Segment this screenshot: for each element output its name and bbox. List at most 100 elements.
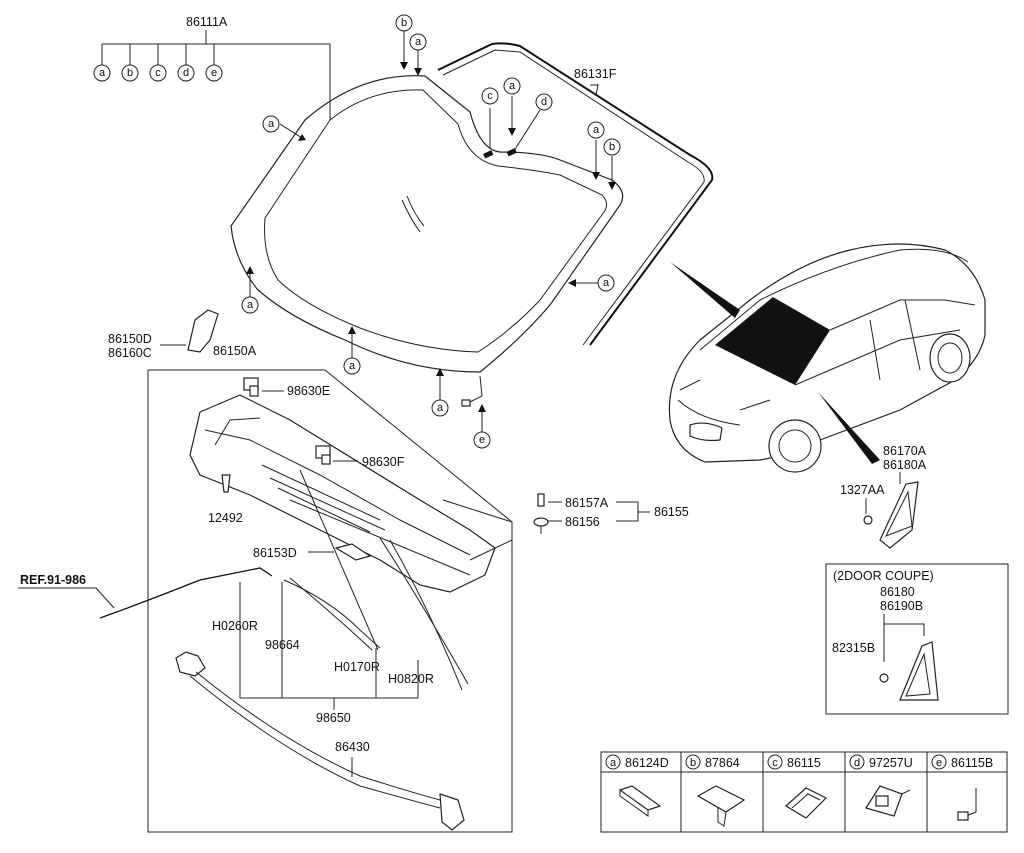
label-86150D: 86150D	[108, 332, 152, 346]
windshield-glass[interactable]	[230, 75, 624, 373]
callout-a-right: a	[587, 121, 605, 139]
label-12492: 12492	[208, 511, 243, 525]
svg-text:d: d	[541, 96, 547, 108]
label-86180: 86180	[880, 585, 915, 599]
label-98630F: 98630F	[362, 455, 405, 469]
legend-letter-circle	[849, 754, 865, 770]
label-H0170R: H0170R	[334, 660, 380, 674]
label-86111A-group: 86111A	[101, 15, 331, 120]
label-86156: 86156	[565, 515, 600, 529]
svg-text:a: a	[247, 299, 254, 311]
quarter-trim-86170A[interactable]	[863, 481, 919, 549]
washer-nozzle-right[interactable]	[315, 445, 331, 465]
coupe-inset-box	[825, 563, 1009, 715]
cowl-side-trim[interactable]	[187, 309, 219, 353]
callout-c-86111A: c	[149, 64, 167, 82]
svg-text:a: a	[593, 124, 600, 136]
coupe-quarter-trim[interactable]	[879, 641, 939, 701]
label-98630E: 98630E	[287, 384, 330, 398]
label-ref-91-986: REF.91-986	[20, 573, 86, 587]
label-86180A: 86180A	[883, 458, 927, 472]
legend-letter-circle	[931, 754, 947, 770]
callout-b-right: b	[603, 138, 621, 156]
cowl-seal-86153D[interactable]	[334, 543, 372, 561]
svg-text:a: a	[437, 402, 444, 414]
callout-e-bottom: e	[473, 431, 491, 449]
windshield-moulding[interactable]	[437, 42, 714, 346]
washer-hoses[interactable]	[99, 469, 469, 691]
label-86150A: 86150A	[213, 344, 257, 358]
callout-a-bottom-left: a	[241, 296, 259, 314]
callout-a-bottom-mid: a	[343, 357, 361, 375]
legend-part-number: 86115B	[951, 756, 993, 770]
callout-a-side: a	[597, 274, 615, 292]
legend-letter: e	[936, 757, 942, 769]
svg-text:e: e	[479, 434, 485, 446]
legend-cell-c: c 86115	[767, 754, 821, 770]
screw-12492[interactable]	[221, 474, 231, 493]
fastener-86157A[interactable]	[537, 493, 545, 507]
sensor-bracket-icon	[865, 785, 911, 817]
legend-letter: b	[690, 757, 696, 769]
label-82315B: 82315B	[832, 641, 875, 655]
callout-a-top: a	[409, 33, 427, 51]
strip-pad-icon	[618, 785, 662, 817]
legend-letter-circle	[685, 754, 701, 770]
legend-letter-circle	[605, 754, 621, 770]
callout-a-sensor: a	[503, 77, 521, 95]
legend-cell-e: e 86115B	[931, 754, 993, 770]
svg-text:b: b	[401, 17, 407, 29]
legend-part-number: 97257U	[869, 756, 913, 770]
cowl-top-cover[interactable]	[189, 394, 496, 593]
label-86131F: 86131F	[574, 67, 617, 81]
callout-a-left: a	[262, 115, 280, 133]
svg-text:a: a	[349, 360, 356, 372]
label-86170A: 86170A	[883, 444, 927, 458]
label-86160C: 86160C	[108, 346, 152, 360]
clip-icon	[696, 785, 746, 827]
label-98650: 98650	[316, 711, 351, 725]
svg-text:d: d	[183, 67, 189, 79]
tape-pad-icon	[784, 787, 828, 819]
coupe-title: (2DOOR COUPE)	[833, 569, 934, 583]
legend-part-number: 87864	[705, 756, 740, 770]
callout-a-bottom-right: a	[431, 399, 449, 417]
legend-letter-circle	[767, 754, 783, 770]
label-86157A: 86157A	[565, 496, 609, 510]
label-1327AA: 1327AA	[840, 483, 885, 497]
svg-text:a: a	[415, 36, 422, 48]
label-86111A: 86111A	[186, 15, 228, 29]
legend-cell-d: d 97257U	[849, 754, 913, 770]
svg-text:a: a	[99, 67, 106, 79]
cowl-weatherstrip-86430[interactable]	[175, 651, 465, 831]
label-H0820R: H0820R	[388, 672, 434, 686]
legend-part-number: 86124D	[625, 756, 669, 770]
callout-c-sensor: c	[481, 87, 499, 105]
svg-text:a: a	[509, 80, 516, 92]
wire-connector	[461, 375, 483, 407]
legend-letter: d	[854, 757, 860, 769]
callout-d-sensor: d	[535, 93, 553, 111]
svg-text:b: b	[127, 67, 133, 79]
svg-text:c: c	[155, 67, 161, 79]
callout-d-86111A: d	[177, 64, 195, 82]
callout-e-86111A: e	[205, 64, 223, 82]
label-86430: 86430	[335, 740, 370, 754]
label-86190B: 86190B	[880, 599, 923, 613]
svg-text:b: b	[609, 141, 615, 153]
windshield-callout-arrows	[246, 30, 616, 432]
legend-cell-b: b 87864	[685, 754, 740, 770]
wire-connector-icon	[957, 788, 977, 821]
callout-b-86111A: b	[121, 64, 139, 82]
legend-letter: c	[772, 757, 778, 769]
washer-nozzle-left[interactable]	[243, 377, 259, 397]
label-86155: 86155	[654, 505, 689, 519]
fastener-86156[interactable]	[533, 517, 549, 534]
callout-b-top: b	[395, 14, 413, 32]
label-H0260R: H0260R	[212, 619, 258, 633]
legend-part-number: 86115	[787, 756, 821, 770]
svg-text:e: e	[211, 67, 217, 79]
label-86153D: 86153D	[253, 546, 297, 560]
